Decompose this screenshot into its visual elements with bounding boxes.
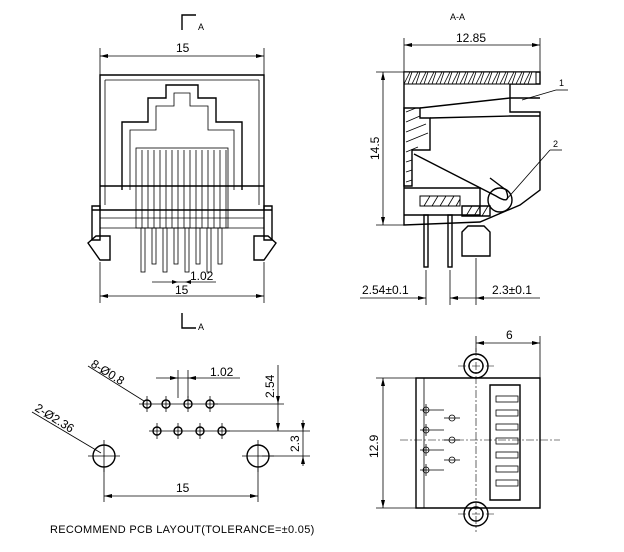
pcb-caption: RECOMMEND PCB LAYOUT(TOLERANCE=±0.05) xyxy=(50,524,315,536)
section-post xyxy=(461,225,491,257)
left-tab xyxy=(91,205,101,241)
dim-pcb-row: 2.54 xyxy=(263,374,277,398)
side-body xyxy=(415,377,541,509)
dim-pcb-pitch: 1.02 xyxy=(210,365,234,379)
left-post xyxy=(87,235,111,261)
section-arrow-top xyxy=(181,14,196,30)
side-view: 6 12.9 xyxy=(367,328,560,532)
dim-section-height: 14.5 xyxy=(368,136,382,160)
dim-pitch: 1.02 xyxy=(190,269,214,283)
section-pin-1 xyxy=(423,214,429,268)
section-title: A-A xyxy=(450,12,465,22)
callout-2: 2 xyxy=(553,139,558,149)
top-hatch xyxy=(403,71,537,85)
large-holes-label: 2-Ø2.36 xyxy=(32,401,76,436)
spring-loop xyxy=(487,187,513,213)
jack-opening xyxy=(121,84,243,190)
section-arrow-bottom xyxy=(181,313,196,329)
housing-outline xyxy=(99,74,265,211)
small-holes-label: 8-Ø0.8 xyxy=(88,357,127,388)
small-holes xyxy=(142,399,227,436)
dim-pin-left: 2.54±0.1 xyxy=(362,283,409,297)
pcb-layout-view: 8-Ø0.8 2-Ø2.36 1.02 2.54 2.3 15 RECOMMEN… xyxy=(31,357,315,536)
dim-pin-right: 2.3±0.1 xyxy=(492,283,532,297)
right-tab xyxy=(263,205,273,241)
dim-pcb-width: 15 xyxy=(176,481,190,495)
section-label-bottom: A xyxy=(198,322,204,332)
section-label-top: A xyxy=(198,22,204,32)
dim-width-top: 15 xyxy=(176,41,190,55)
callout-1: 1 xyxy=(559,78,564,88)
contact-spring xyxy=(413,153,509,201)
section-view: A-A 12.85 14.5 xyxy=(360,12,568,305)
dim-side-height: 12.9 xyxy=(367,434,381,458)
front-view: A A 15 xyxy=(87,14,277,332)
section-body xyxy=(403,71,541,226)
dim-width-bottom: 15 xyxy=(175,283,189,297)
dim-side-width: 6 xyxy=(506,328,513,342)
pins xyxy=(140,227,223,273)
dim-pcb-offset: 2.3 xyxy=(288,435,302,452)
side-contacts xyxy=(495,395,519,487)
section-pin-2 xyxy=(447,214,453,268)
right-post xyxy=(253,235,277,261)
dim-section-width: 12.85 xyxy=(456,31,486,45)
left-wall xyxy=(403,107,431,187)
